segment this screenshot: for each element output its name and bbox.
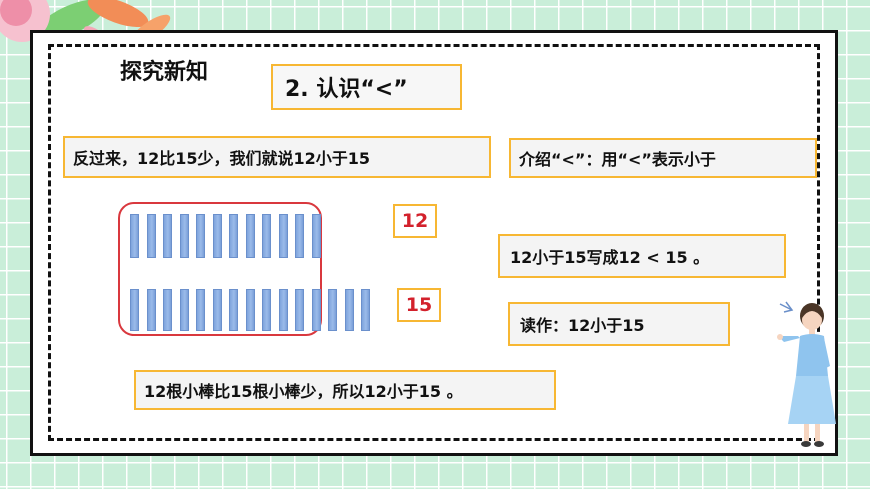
dashed-frame xyxy=(48,44,820,441)
stick xyxy=(229,289,238,331)
conclusion-text: 12根小棒比15根小棒少，所以12小于15 。 xyxy=(144,382,463,401)
stick xyxy=(295,214,304,258)
stick xyxy=(179,289,189,331)
stick xyxy=(278,214,288,258)
number-box-15: 15 xyxy=(397,288,441,322)
stick xyxy=(163,214,172,258)
stick xyxy=(130,214,139,258)
intro-box: 介绍“<”：用“<”表示小于 xyxy=(509,138,817,178)
stick xyxy=(163,289,172,331)
write-text: 12小于15写成12 < 15 。 xyxy=(510,248,710,267)
stick xyxy=(196,214,205,258)
write-box: 12小于15写成12 < 15 。 xyxy=(498,234,786,278)
stick xyxy=(262,214,271,258)
stick xyxy=(245,289,255,331)
read-box: 读作：12小于15 xyxy=(508,302,730,346)
slide-title: 2. 认识“<” xyxy=(285,77,408,102)
stick xyxy=(328,289,337,331)
stick xyxy=(130,289,139,331)
stick xyxy=(212,289,222,331)
stick xyxy=(311,214,321,258)
number-12: 12 xyxy=(401,210,429,232)
number-15: 15 xyxy=(405,294,433,316)
stick xyxy=(229,214,238,258)
stick xyxy=(344,289,354,331)
stick xyxy=(196,289,205,331)
stick xyxy=(295,289,304,331)
stick xyxy=(311,289,321,331)
stick xyxy=(146,289,156,331)
stick xyxy=(361,289,370,331)
statement-box: 反过来，12比15少，我们就说12小于15 xyxy=(63,136,491,178)
conclusion-box: 12根小棒比15根小棒少，所以12小于15 。 xyxy=(134,370,556,410)
section-title: 探究新知 xyxy=(120,60,209,85)
stick xyxy=(212,214,222,258)
stick xyxy=(262,289,271,331)
intro-text: 介绍“<”：用“<”表示小于 xyxy=(519,150,716,169)
read-text: 读作：12小于15 xyxy=(520,316,645,335)
stick xyxy=(278,289,288,331)
stick xyxy=(179,214,189,258)
stick xyxy=(146,214,156,258)
twelve-sticks-group xyxy=(118,202,322,336)
stick xyxy=(245,214,255,258)
statement-text: 反过来，12比15少，我们就说12小于15 xyxy=(73,149,371,168)
teacher-illustration-icon xyxy=(777,301,836,447)
number-box-12: 12 xyxy=(393,204,437,238)
slide-title-box: 2. 认识“<” xyxy=(271,64,462,110)
